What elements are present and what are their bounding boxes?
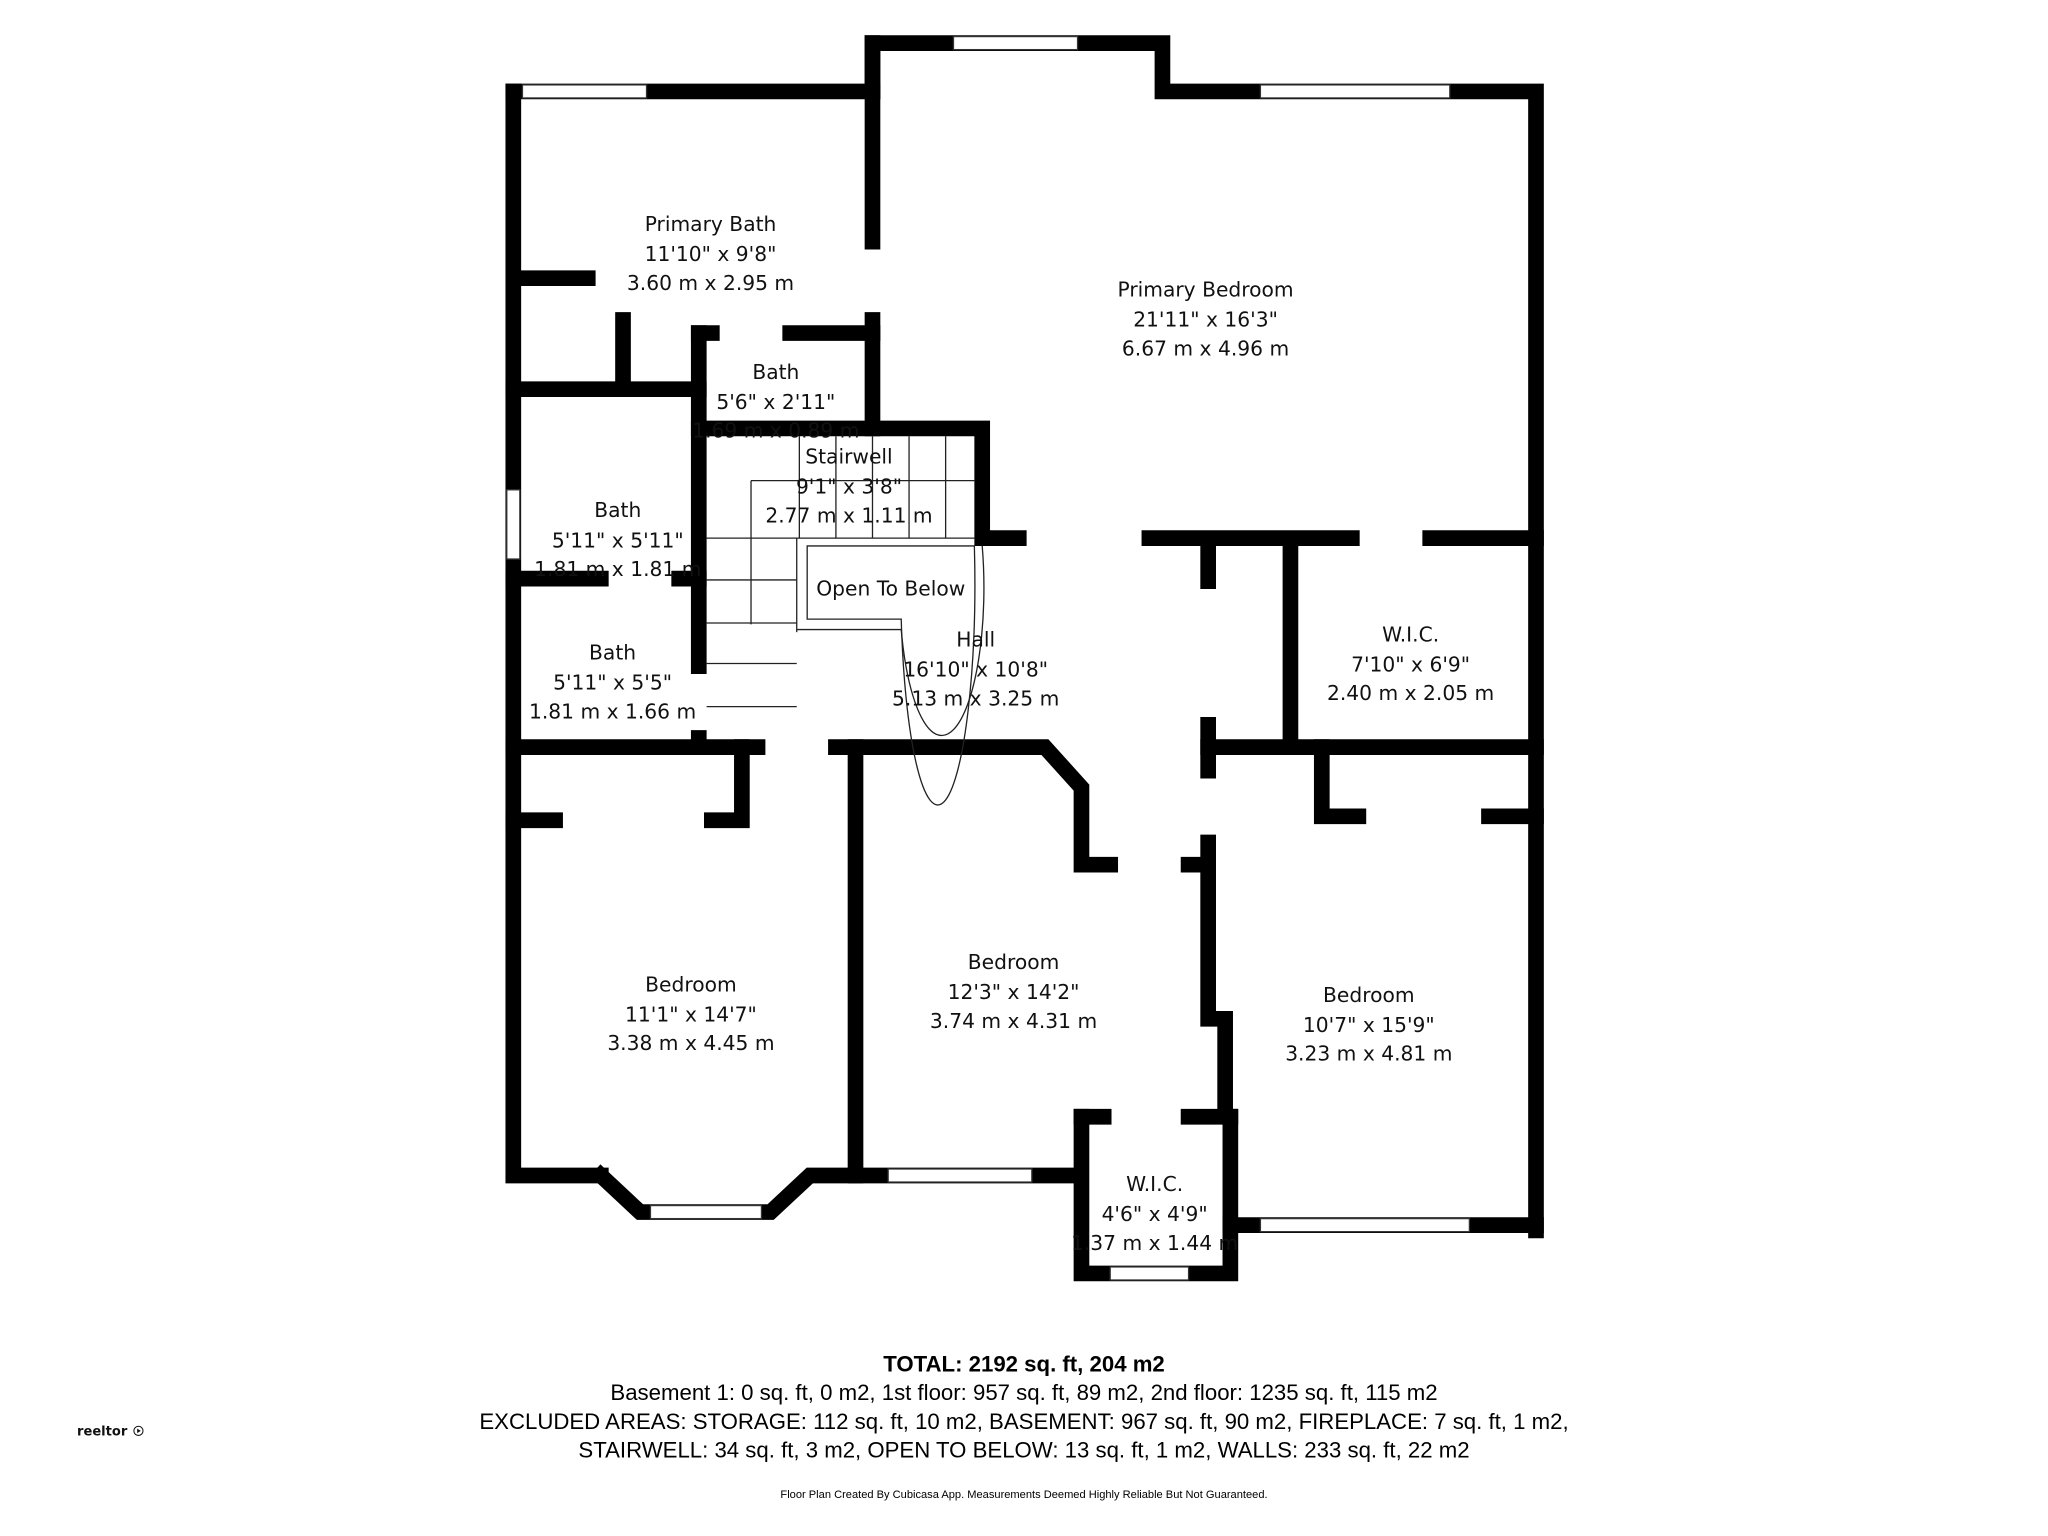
room-wic-upper: W.I.C. 7'10" x 6'9" 2.40 m x 2.05 m — [1327, 622, 1494, 705]
total-area: TOTAL: 2192 sq. ft, 204 m2 — [883, 1351, 1165, 1376]
room-bath-middle: Bath 5'11" x 5'11" 1.81 m x 1.81 m — [534, 498, 701, 581]
svg-text:Primary Bedroom: Primary Bedroom — [1117, 277, 1293, 301]
svg-text:3.38 m x 4.45 m: 3.38 m x 4.45 m — [607, 1031, 774, 1055]
svg-text:Open To Below: Open To Below — [816, 577, 965, 601]
svg-text:3.23 m x 4.81 m: 3.23 m x 4.81 m — [1285, 1042, 1452, 1066]
play-icon — [133, 1425, 144, 1436]
room-bath-small: Bath 5'6" x 2'11" 1.69 m x 0.89 m — [692, 360, 859, 443]
svg-text:1.81 m x 1.81 m: 1.81 m x 1.81 m — [534, 557, 701, 581]
svg-text:5'11" x 5'5": 5'11" x 5'5" — [553, 671, 672, 695]
reeltor-logo: reeltor — [77, 1424, 144, 1439]
room-bedroom-left: Bedroom 11'1" x 14'7" 3.38 m x 4.45 m — [607, 972, 774, 1055]
excluded-areas-line-2: STAIRWELL: 34 sq. ft, 3 m2, OPEN TO BELO… — [578, 1438, 1469, 1463]
walls — [505, 35, 1544, 1282]
room-bedroom-right: Bedroom 10'7" x 15'9" 3.23 m x 4.81 m — [1285, 983, 1452, 1066]
svg-text:2.40 m x 2.05 m: 2.40 m x 2.05 m — [1327, 681, 1494, 705]
svg-text:W.I.C.: W.I.C. — [1126, 1172, 1183, 1196]
room-primary-bedroom: Primary Bedroom 21'11" x 16'3" 6.67 m x 4.… — [1117, 277, 1293, 360]
room-primary-bath: Primary Bath 11'10" x 9'8" 3.60 m x 2.95 m — [627, 212, 794, 295]
svg-text:4'6" x 4'9": 4'6" x 4'9" — [1102, 1202, 1208, 1226]
windows — [506, 35, 1471, 1281]
svg-text:3.74 m x 4.31 m: 3.74 m x 4.31 m — [930, 1009, 1097, 1033]
svg-text:W.I.C.: W.I.C. — [1382, 622, 1439, 646]
svg-text:5'11" x 5'11": 5'11" x 5'11" — [552, 528, 684, 552]
svg-text:2.77 m x 1.11 m: 2.77 m x 1.11 m — [765, 503, 932, 527]
room-open-to-below: Open To Below — [816, 577, 965, 601]
svg-text:Bedroom: Bedroom — [1323, 983, 1415, 1007]
svg-text:12'3" x 14'2": 12'3" x 14'2" — [948, 980, 1080, 1004]
svg-text:21'11" x 16'3": 21'11" x 16'3" — [1133, 308, 1278, 332]
excluded-areas-line-1: EXCLUDED AREAS: STORAGE: 112 sq. ft, 10 … — [479, 1409, 1568, 1434]
svg-text:Bedroom: Bedroom — [968, 950, 1060, 974]
svg-text:Hall: Hall — [956, 628, 995, 652]
svg-text:Bedroom: Bedroom — [645, 972, 737, 996]
svg-text:3.60 m x 2.95 m: 3.60 m x 2.95 m — [627, 271, 794, 295]
room-stairwell: Stairwell 9'1" x 3'8" 2.77 m x 1.11 m — [765, 445, 932, 528]
svg-text:Stairwell: Stairwell — [805, 445, 892, 469]
floor-areas: Basement 1: 0 sq. ft, 0 m2, 1st floor: 9… — [610, 1380, 1437, 1405]
area-summary: TOTAL: 2192 sq. ft, 204 m2 Basement 1: 0… — [479, 1351, 1568, 1501]
svg-text:1.69 m x 0.89 m: 1.69 m x 0.89 m — [692, 419, 859, 443]
room-bath-lower: Bath 5'11" x 5'5" 1.81 m x 1.66 m — [529, 641, 696, 724]
svg-text:9'1" x 3'8": 9'1" x 3'8" — [796, 475, 902, 499]
svg-text:reeltor: reeltor — [77, 1424, 128, 1439]
svg-text:Bath: Bath — [589, 641, 636, 665]
svg-text:5.13 m x 3.25 m: 5.13 m x 3.25 m — [892, 686, 1059, 710]
room-bedroom-middle: Bedroom 12'3" x 14'2" 3.74 m x 4.31 m — [930, 950, 1097, 1033]
svg-text:10'7" x 15'9": 10'7" x 15'9" — [1303, 1013, 1435, 1037]
svg-text:1.37 m x 1.44 m: 1.37 m x 1.44 m — [1071, 1231, 1238, 1255]
open-to-below-outline — [806, 545, 976, 806]
svg-text:6.67 m x 4.96 m: 6.67 m x 4.96 m — [1122, 336, 1289, 360]
svg-text:Bath: Bath — [752, 360, 799, 384]
svg-text:11'10" x 9'8": 11'10" x 9'8" — [645, 242, 777, 266]
svg-text:5'6" x 2'11": 5'6" x 2'11" — [716, 390, 835, 414]
room-wic-lower: W.I.C. 4'6" x 4'9" 1.37 m x 1.44 m — [1071, 1172, 1238, 1255]
room-labels: Primary Bath 11'10" x 9'8" 3.60 m x 2.95 m… — [529, 212, 1494, 1255]
svg-text:16'10" x 10'8": 16'10" x 10'8" — [903, 658, 1048, 682]
svg-text:7'10" x 6'9": 7'10" x 6'9" — [1351, 652, 1470, 676]
stairs — [706, 436, 985, 806]
disclaimer: Floor Plan Created By Cubicasa App. Meas… — [780, 1489, 1267, 1501]
svg-text:11'1" x 14'7": 11'1" x 14'7" — [625, 1002, 757, 1026]
room-hall: Hall 16'10" x 10'8" 5.13 m x 3.25 m — [892, 628, 1059, 711]
svg-text:Bath: Bath — [594, 498, 641, 522]
svg-text:1.81 m x 1.66 m: 1.81 m x 1.66 m — [529, 699, 696, 723]
svg-text:Primary Bath: Primary Bath — [645, 212, 777, 236]
